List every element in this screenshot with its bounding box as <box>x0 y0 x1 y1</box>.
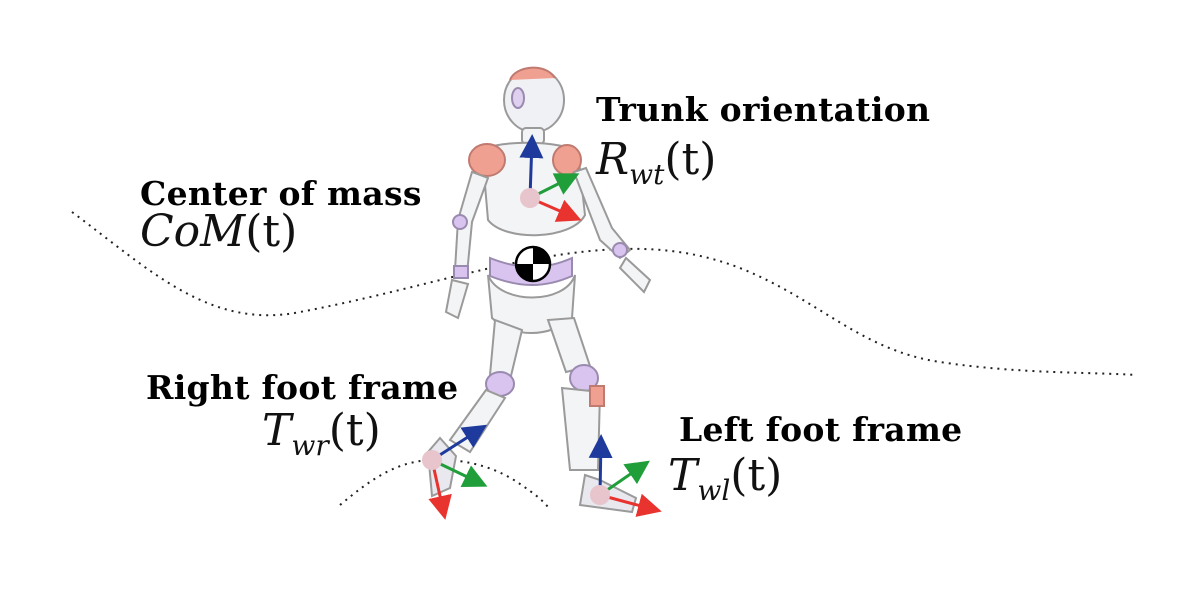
trunk-symbol-sub: wt <box>629 158 665 191</box>
com-symbol-main: CoM <box>140 206 246 257</box>
left-foot-symbol-sub: wl <box>697 474 731 507</box>
trunk-symbol: Rwt(t) <box>596 134 716 191</box>
left-foot-symbol-arg: (t) <box>730 450 783 501</box>
right-foot-symbol-main: T <box>262 405 292 456</box>
com-title: Center of mass <box>140 174 422 213</box>
trunk-frame-origin <box>520 188 540 208</box>
right-foot-frame <box>422 424 488 520</box>
right-foot-trajectory <box>339 458 551 511</box>
trunk-frame <box>519 134 582 222</box>
right-foot-frame-origin <box>422 450 442 470</box>
com-symbol: CoM(t) <box>140 206 297 257</box>
right-foot-symbol-sub: wr <box>291 429 329 462</box>
left-foot-symbol: Twl(t) <box>668 450 782 507</box>
com-trajectory <box>71 211 1138 376</box>
left-foot-frame <box>588 434 662 517</box>
right-foot-symbol-arg: (t) <box>328 405 381 456</box>
trunk-symbol-arg: (t) <box>664 134 717 185</box>
trunk-symbol-main: R <box>596 134 630 185</box>
com-symbol-arg: (t) <box>245 206 298 257</box>
left-foot-symbol-main: T <box>668 450 698 501</box>
left-foot-frame-origin <box>590 485 610 505</box>
left-foot-title: Left foot frame <box>679 410 963 449</box>
trunk-title: Trunk orientation <box>596 90 931 129</box>
com-marker-icon <box>514 245 552 283</box>
right-foot-title: Right foot frame <box>146 368 459 407</box>
right-foot-symbol: Twr(t) <box>262 405 381 462</box>
